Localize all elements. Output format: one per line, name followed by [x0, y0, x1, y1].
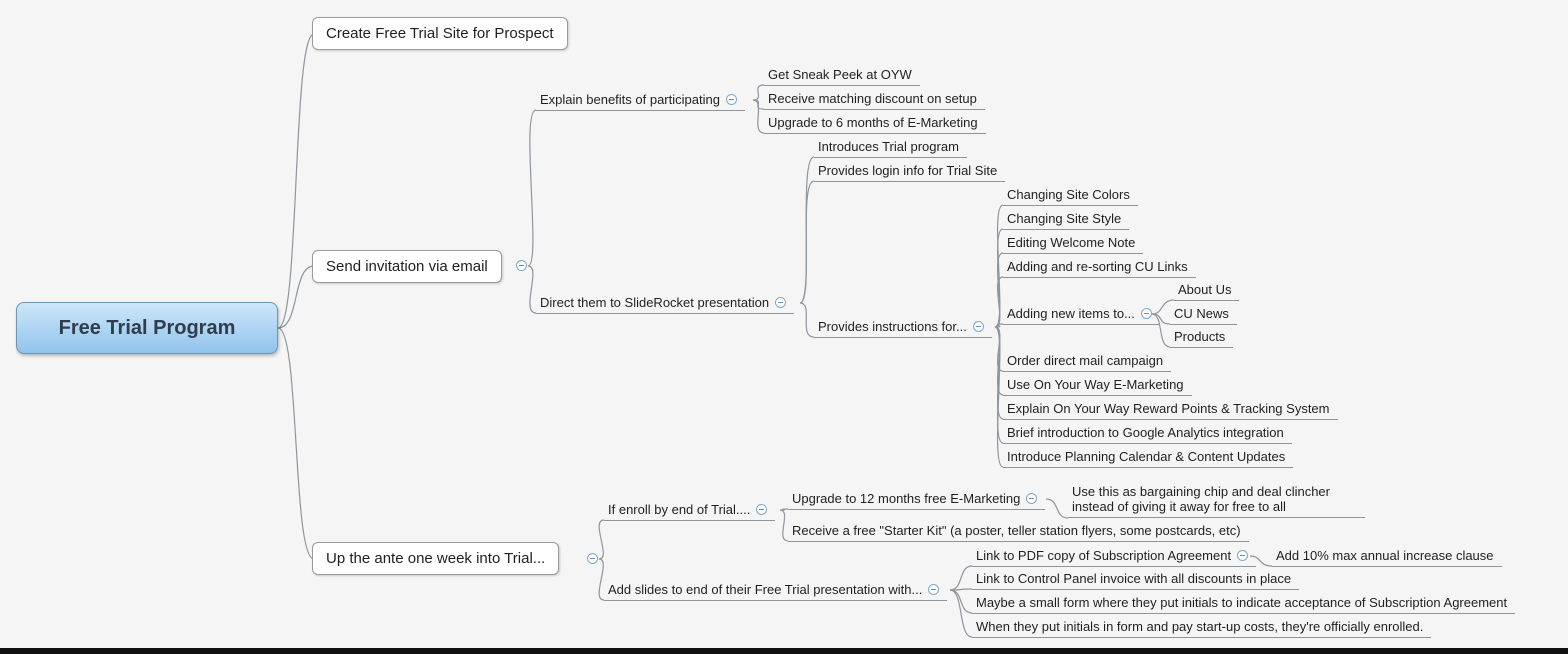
topic-create-free-trial-site[interactable]: Create Free Trial Site for Prospect: [312, 17, 568, 50]
subtopic-adding-new-items[interactable]: Adding new items to...: [1003, 305, 1160, 325]
subtopic-google-analytics[interactable]: Brief introduction to Google Analytics i…: [1003, 424, 1292, 444]
collapse-icon[interactable]: [516, 260, 527, 271]
subtopic-label: Direct them to SlideRocket presentation: [540, 295, 770, 310]
bottom-edge: [0, 648, 1568, 654]
subtopic-matching-discount[interactable]: Receive matching discount on setup: [764, 90, 985, 110]
subtopic-label: Explain benefits of participating: [540, 92, 720, 107]
collapse-icon[interactable]: [775, 297, 787, 308]
subtopic-label: Upgrade to 12 months free E-Marketing: [792, 491, 1021, 506]
subtopic-control-panel-invoice[interactable]: Link to Control Panel invoice with all d…: [972, 570, 1300, 590]
collapse-icon[interactable]: [725, 94, 737, 105]
subtopic-introduces-trial[interactable]: Introduces Trial program: [814, 138, 967, 158]
subtopic-cu-news[interactable]: CU News: [1170, 305, 1237, 325]
subtopic-changing-site-style[interactable]: Changing Site Style: [1003, 210, 1130, 230]
collapse-icon[interactable]: [1237, 550, 1249, 561]
subtopic-bargaining-chip[interactable]: Use this as bargaining chip and deal cli…: [1068, 484, 1365, 518]
collapse-icon[interactable]: [1026, 493, 1038, 504]
subtopic-officially-enrolled[interactable]: When they put initials in form and pay s…: [972, 618, 1432, 638]
subtopic-editing-welcome-note[interactable]: Editing Welcome Note: [1003, 234, 1144, 254]
root-topic[interactable]: Free Trial Program: [16, 302, 278, 354]
subtopic-add-slides[interactable]: Add slides to end of their Free Trial pr…: [604, 581, 948, 601]
subtopic-about-us[interactable]: About Us: [1174, 281, 1240, 301]
subtopic-label: If enroll by end of Trial....: [608, 502, 751, 517]
collapse-icon[interactable]: [587, 553, 598, 564]
subtopic-products[interactable]: Products: [1170, 328, 1234, 348]
subtopic-starter-kit[interactable]: Receive a free "Starter Kit" (a poster, …: [788, 522, 1249, 542]
subtopic-increase-clause[interactable]: Add 10% max annual increase clause: [1272, 547, 1502, 567]
subtopic-oyw-reward-points[interactable]: Explain On Your Way Reward Points & Trac…: [1003, 400, 1338, 420]
subtopic-initials-form[interactable]: Maybe a small form where they put initia…: [972, 594, 1516, 614]
subtopic-order-direct-mail[interactable]: Order direct mail campaign: [1003, 352, 1172, 372]
subtopic-label: Adding new items to...: [1007, 306, 1135, 321]
collapse-icon[interactable]: [1140, 308, 1152, 319]
subtopic-planning-calendar[interactable]: Introduce Planning Calendar & Content Up…: [1003, 448, 1294, 468]
subtopic-direct-sliderocket[interactable]: Direct them to SlideRocket presentation: [536, 294, 795, 314]
collapse-icon[interactable]: [972, 321, 984, 332]
collapse-icon[interactable]: [756, 504, 768, 515]
collapse-icon[interactable]: [928, 584, 940, 595]
topic-send-invitation[interactable]: Send invitation via email: [312, 250, 502, 283]
subtopic-upgrade-12-months[interactable]: Upgrade to 12 months free E-Marketing: [788, 490, 1046, 510]
subtopic-changing-site-colors[interactable]: Changing Site Colors: [1003, 186, 1138, 206]
subtopic-use-oyw-emarketing[interactable]: Use On Your Way E-Marketing: [1003, 376, 1192, 396]
subtopic-label: Link to PDF copy of Subscription Agreeme…: [976, 548, 1232, 563]
subtopic-label: Provides instructions for...: [818, 319, 967, 334]
subtopic-upgrade-6-months[interactable]: Upgrade to 6 months of E-Marketing: [764, 114, 986, 134]
subtopic-link-pdf-agreement[interactable]: Link to PDF copy of Subscription Agreeme…: [972, 547, 1257, 567]
subtopic-provides-instructions[interactable]: Provides instructions for...: [814, 318, 992, 338]
subtopic-explain-benefits[interactable]: Explain benefits of participating: [536, 91, 745, 111]
subtopic-sneak-peek[interactable]: Get Sneak Peek at OYW: [764, 66, 920, 86]
subtopic-if-enroll[interactable]: If enroll by end of Trial....: [604, 501, 776, 521]
subtopic-label: Add slides to end of their Free Trial pr…: [608, 582, 923, 597]
subtopic-login-info[interactable]: Provides login info for Trial Site: [814, 162, 1006, 182]
topic-up-the-ante[interactable]: Up the ante one week into Trial...: [312, 542, 560, 575]
subtopic-adding-cu-links[interactable]: Adding and re-sorting CU Links: [1003, 258, 1196, 278]
